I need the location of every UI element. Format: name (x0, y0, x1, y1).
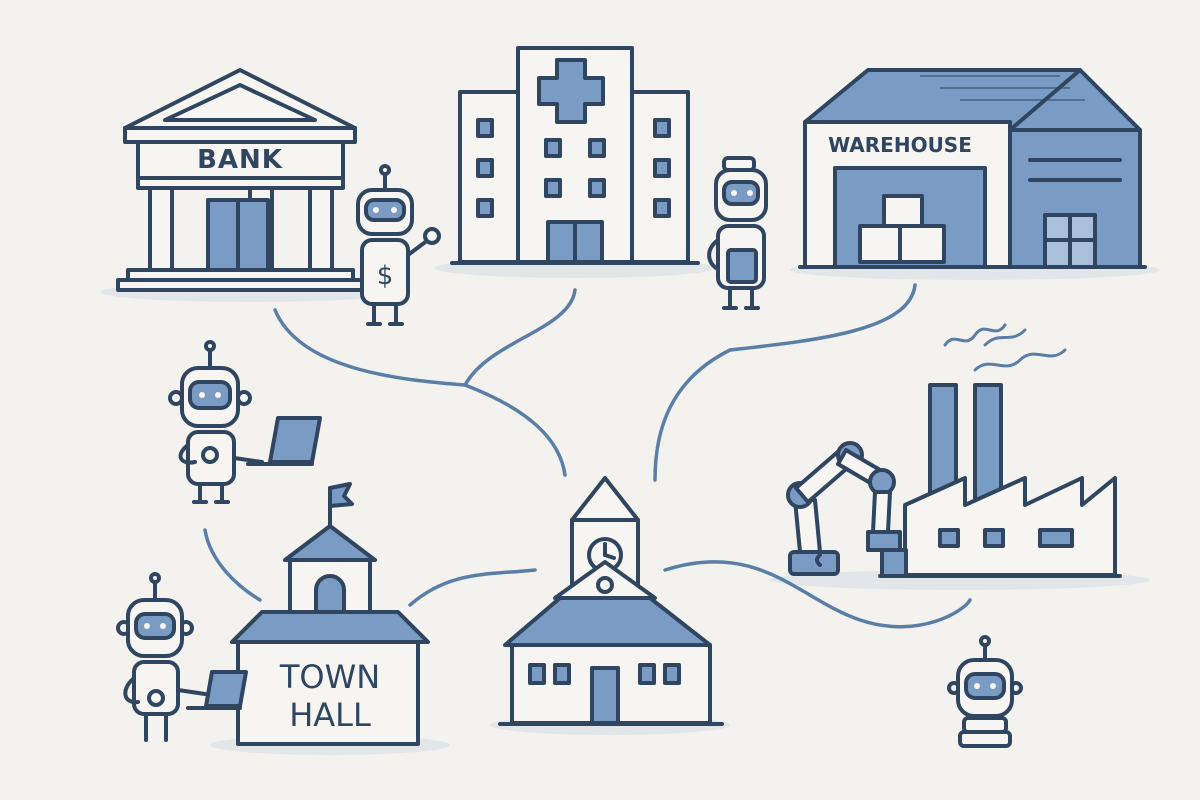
bottom-left-robot (116, 572, 248, 742)
laptop-robot (168, 340, 322, 504)
hospital-building-icon (450, 46, 700, 265)
robot-icon (707, 156, 768, 310)
flag-icon (328, 482, 354, 530)
hospital-robot (707, 156, 768, 310)
connector-factory (663, 560, 972, 629)
robot-icon: $ (356, 164, 441, 326)
town-hall-sign-line1: TOWN (279, 658, 380, 696)
bank-robot: $ (356, 164, 441, 326)
bank-sign: BANK (197, 145, 283, 175)
robot-icon (947, 635, 1023, 748)
hospital-windows (476, 118, 671, 218)
robotic-arm-icon (786, 441, 908, 578)
connector-bank (273, 308, 467, 387)
warehouse-crates (858, 194, 946, 264)
town-hall-building-icon: TOWN HALL (230, 482, 430, 746)
school-windows (528, 663, 681, 685)
connector-town-hall (408, 568, 537, 607)
warehouse-building-icon: WAREHOUSE (798, 68, 1147, 269)
robot-icon (116, 572, 207, 742)
warehouse-sign: WAREHOUSE (828, 133, 972, 157)
laptop-icon (186, 670, 248, 710)
connector-warehouse (653, 283, 917, 482)
bottom-right-robot (947, 635, 1023, 748)
bank-building-icon: BANK (116, 68, 365, 292)
connector-hospital (463, 288, 577, 387)
robot-icon (168, 340, 264, 504)
bank-robot-dollar-badge: $ (377, 261, 394, 291)
factory-building-icon (878, 323, 1122, 578)
factory-windows (938, 528, 1074, 548)
connector-hub-to-tower (463, 383, 567, 477)
connector-laptop-robot (203, 528, 262, 602)
town-hall-sign-line2: HALL (289, 696, 371, 734)
network-connectors (203, 283, 972, 629)
laptop-icon (246, 416, 322, 466)
clock-tower-school-icon (498, 476, 724, 726)
factory-smoke (943, 323, 1067, 372)
